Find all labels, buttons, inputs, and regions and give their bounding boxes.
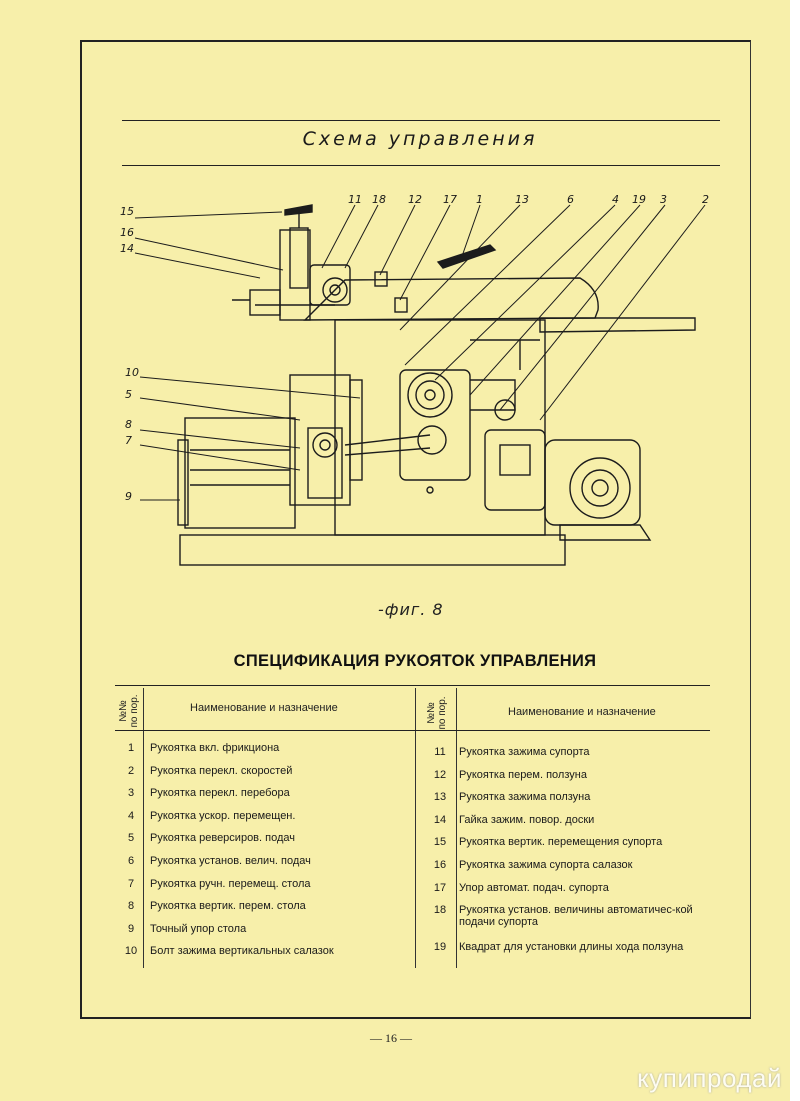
tool-head bbox=[279, 229, 311, 321]
header-rule-bottom bbox=[122, 165, 720, 166]
callout-15: 15 bbox=[120, 205, 134, 218]
spec-row-number: 11 bbox=[434, 746, 446, 758]
spec-row-number: 9 bbox=[127, 922, 135, 935]
spec-row-text: Гайка зажим. повор. доски bbox=[459, 813, 595, 826]
spec-row-number: 4 bbox=[127, 809, 135, 822]
spec-row-text: Болт зажима вертикальных салазок bbox=[150, 945, 334, 958]
spec-row-number: 12 bbox=[433, 768, 447, 781]
gear-handwheel bbox=[407, 372, 453, 418]
spec-row-number: 14 bbox=[433, 813, 447, 826]
electric-motor bbox=[544, 439, 641, 526]
callout-16: 16 bbox=[120, 226, 134, 239]
table-header-rule bbox=[115, 730, 710, 731]
left-name-header: Наименование и назначение bbox=[190, 702, 338, 714]
spec-row-text: Рукоятка зажима супорта bbox=[459, 746, 590, 758]
tool-holder bbox=[249, 289, 281, 316]
spec-row-text: Рукоятка перем. ползуна bbox=[459, 768, 587, 781]
callout-3: 3 bbox=[660, 193, 667, 206]
header-rule-top bbox=[122, 120, 720, 121]
page-number: — 16 — bbox=[370, 1031, 412, 1045]
watermark: купипродай bbox=[637, 1063, 782, 1093]
spec-row-number: 18 bbox=[433, 904, 447, 917]
right-num-divider bbox=[456, 688, 457, 968]
spec-row-number: 1 bbox=[127, 742, 135, 754]
page-title: Схема управления bbox=[302, 128, 538, 150]
spec-row-text: Рукоятка зажима ползуна bbox=[459, 791, 591, 804]
spec-row-text: Рукоятка перекл. перебора bbox=[150, 787, 290, 800]
page-frame bbox=[80, 40, 751, 1019]
machine-column bbox=[334, 319, 546, 536]
spec-row-number: 17 bbox=[433, 881, 447, 894]
callout-4: 4 bbox=[612, 193, 619, 206]
callout-2: 2 bbox=[702, 193, 709, 206]
spec-title: СПЕЦИФИКАЦИЯ РУКОЯТОК УПРАВЛЕНИЯ bbox=[233, 652, 597, 670]
callout-6: 6 bbox=[567, 193, 574, 206]
spec-row-number: 13 bbox=[433, 791, 447, 804]
spec-row-text: Рукоятка установ. велич. подач bbox=[150, 855, 311, 867]
machine-base bbox=[179, 534, 566, 566]
spec-row-text: Рукоятка вертик. перем. стола bbox=[150, 900, 306, 913]
spec-row-number: 16 bbox=[433, 859, 447, 871]
callout-18: 18 bbox=[372, 193, 386, 206]
spec-row-text: Упор автомат. подач. супорта bbox=[459, 881, 609, 894]
left-num-divider bbox=[143, 688, 144, 968]
spec-row-number: 8 bbox=[127, 900, 135, 913]
spec-row-number: 7 bbox=[127, 877, 135, 890]
spec-row-number: 19 bbox=[433, 940, 447, 953]
callout-14: 14 bbox=[120, 242, 134, 255]
spec-row-text: Квадрат для установки длины хода ползуна bbox=[459, 940, 684, 953]
spec-row-text: Рукоятка установ. величины автоматичес-к… bbox=[459, 904, 693, 929]
machine-ram bbox=[303, 277, 599, 321]
spec-row-number: 10 bbox=[124, 945, 138, 958]
gearbox bbox=[484, 429, 546, 511]
table-stop bbox=[177, 439, 189, 526]
spec-row-number: 2 bbox=[127, 764, 135, 777]
spec-row-number: 3 bbox=[127, 787, 135, 800]
machine-drawing: 15 16 14 10 5 8 7 9 11 18 12 17 1 13 6 4… bbox=[120, 193, 709, 566]
callout-8: 8 bbox=[125, 418, 132, 431]
callout-9: 9 bbox=[125, 490, 132, 503]
spec-row-number: 5 bbox=[127, 832, 135, 845]
callout-13: 13 bbox=[515, 193, 529, 206]
spec-row-text: Рукоятка зажима супорта салазок bbox=[459, 859, 633, 871]
table-top-rule bbox=[115, 685, 710, 686]
callout-12: 12 bbox=[408, 193, 422, 206]
spec-row-text: Рукоятка вкл. фрикциона bbox=[150, 742, 280, 754]
callout-1: 1 bbox=[476, 193, 483, 206]
callout-5: 5 bbox=[125, 388, 132, 401]
figure-caption: -фиг. 8 bbox=[378, 600, 444, 619]
spec-row-text: Рукоятка ускор. перемещен. bbox=[150, 809, 296, 822]
spec-row-text: Рукоятка реверсиров. подач bbox=[150, 832, 295, 845]
center-divider bbox=[415, 688, 416, 968]
callout-17: 17 bbox=[443, 193, 457, 206]
spec-row-text: Рукоятка вертик. перемещения супорта bbox=[459, 836, 663, 849]
right-name-header: Наименование и назначение bbox=[508, 706, 656, 718]
spec-row-text: Рукоятка ручн. перемещ. стола bbox=[150, 877, 311, 890]
callout-7: 7 bbox=[125, 434, 132, 447]
spec-row-number: 6 bbox=[127, 855, 135, 867]
work-table bbox=[184, 417, 296, 529]
ram-slide bbox=[539, 317, 696, 333]
spec-row-number: 15 bbox=[433, 836, 447, 849]
spec-row-text: Рукоятка перекл. скоростей bbox=[150, 764, 293, 777]
callout-10: 10 bbox=[125, 366, 139, 379]
callout-19: 19 bbox=[632, 193, 646, 206]
left-num-header: №№ по пор. bbox=[118, 694, 140, 728]
spec-row-text: Точный упор стола bbox=[150, 922, 247, 935]
callout-11: 11 bbox=[348, 193, 362, 206]
